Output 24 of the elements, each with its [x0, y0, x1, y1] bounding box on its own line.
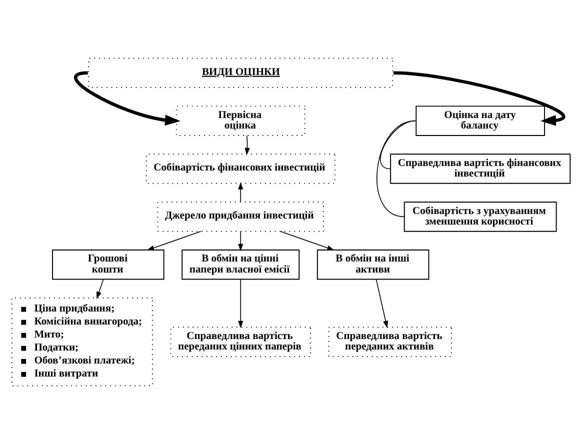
arrow: [280, 230, 335, 250]
node-box: Собівартість з урахуванням зменшення корисності: [404, 201, 557, 232]
arrow: [244, 134, 250, 155]
connector: [376, 120, 416, 217]
arrow: [238, 230, 244, 251]
node-box: Грошові кошти: [52, 249, 164, 280]
arrow: [96, 278, 104, 299]
arrow: [146, 230, 202, 250]
node-box: Собівартість фінансових інвестицій: [146, 153, 336, 184]
arrow: [238, 182, 244, 202]
arrow: [393, 70, 565, 126]
node-box: Первісна оцінка: [176, 105, 306, 136]
node-box: Справедлива вартість фінансових інвестицій: [390, 153, 571, 184]
node-box: В обмін на інші активи: [316, 249, 430, 280]
arrow: [238, 278, 244, 328]
node-box: Справедлива вартість переданих цінних паперів: [170, 326, 311, 356]
node-box: Ціна придбання; Комісійна винагорода; Мито; Податки; Обов’язкові платежі; Інші витрати: [11, 297, 153, 386]
node-box: ВИДИ ОЦІНКИ: [88, 57, 394, 88]
node-box: Джерело придбання інвестицій: [157, 201, 324, 232]
arrow: [376, 278, 388, 328]
node-box: В обмін на цінні папери власної емісії: [182, 249, 300, 280]
arrow: [74, 70, 181, 126]
node-box: Справедлива вартість переданих активів: [328, 326, 452, 356]
node-box: Оцінка на дату балансу: [416, 105, 546, 136]
